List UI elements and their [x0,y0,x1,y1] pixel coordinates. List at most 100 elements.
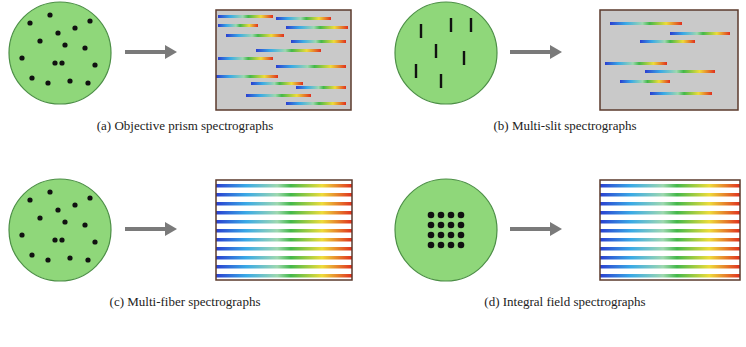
star-dot [47,12,52,17]
star-dot [62,219,67,224]
fiber-dot [428,242,435,249]
spectrum [218,24,258,27]
panel [9,2,351,110]
spectrum [600,274,740,278]
panel-caption: (c) Multi-fiber spectrographs [110,294,261,310]
spectrum [216,229,352,233]
detector-frame [600,10,738,110]
detector [216,10,351,110]
star-dot [67,78,72,83]
fiber-dot [428,212,435,219]
star-dot [85,257,90,262]
star-dot [29,75,34,80]
arrow-head [550,45,562,59]
slit [470,18,472,32]
detector [600,180,740,280]
star-dot [37,38,42,43]
arrow-head [165,45,177,59]
detector-frame [216,10,351,110]
field-of-view [395,179,497,281]
spectrum [670,32,730,35]
arrow-head [165,222,177,236]
spectrum [605,62,667,65]
star-dot [82,45,87,50]
spectrum [216,256,352,260]
slit [420,24,422,38]
spectrum [216,184,352,188]
spectrum [251,82,303,85]
slit [463,51,465,65]
spectrum [620,80,670,83]
star-dot [59,60,64,65]
star-dot [52,237,57,242]
spectrum [600,211,740,215]
spectrum [276,17,331,20]
spectrum [216,247,352,251]
spectrum [640,40,695,43]
star-dot [47,189,52,194]
slit [415,64,417,78]
fiber-dot [438,242,445,249]
fiber-dot [458,232,465,239]
star-dot [55,30,60,35]
field-of-view [9,179,111,281]
slit [435,44,437,58]
detector [600,10,738,110]
spectrum [600,238,740,242]
star-dot [92,239,97,244]
star-dot [87,195,92,200]
fiber-dot [448,232,455,239]
panel-caption: (b) Multi-slit spectrographs [494,118,637,134]
arrow [125,50,167,54]
arrow-head [550,222,562,236]
field-of-view [9,2,111,104]
spectrum [291,40,346,43]
detector [216,180,352,280]
spectrum [216,211,352,215]
star-dot [87,18,92,23]
spectrum [216,238,352,242]
detector-frame [216,180,352,280]
arrow [510,227,552,231]
field-of-view [395,2,497,104]
fiber-dot [458,212,465,219]
spectrum [216,202,352,206]
star-dot [62,42,67,47]
spectrum [610,22,682,25]
star-dot [72,25,77,30]
fiber-dot [428,222,435,229]
star-dot [19,55,24,60]
star-dot [85,80,90,85]
star-dot [45,257,50,262]
spectrum [218,57,273,60]
spectrum [600,247,740,251]
detector-frame [600,180,740,280]
fiber-dot [448,242,455,249]
spectrum [216,75,278,78]
spectrum [600,193,740,197]
arrow [125,227,167,231]
star-dot [19,232,24,237]
spectrum [650,92,712,95]
star-dot [82,222,87,227]
fiber-dot [458,222,465,229]
slit [440,74,442,88]
panel [9,179,352,281]
fiber-dot [438,222,445,229]
star-dot [27,20,32,25]
star-dot [92,62,97,67]
star-dot [27,197,32,202]
panel-caption: (d) Integral field spectrographs [484,294,645,310]
spectrum [216,193,352,197]
spectrum [600,256,740,260]
fiber-dot [438,232,445,239]
spectrum [246,94,311,97]
panel [395,2,738,110]
spectrum [600,229,740,233]
spectrum [600,202,740,206]
spectrum [276,65,346,68]
star-dot [55,207,60,212]
spectrum [600,265,740,269]
spectrum [286,102,346,105]
